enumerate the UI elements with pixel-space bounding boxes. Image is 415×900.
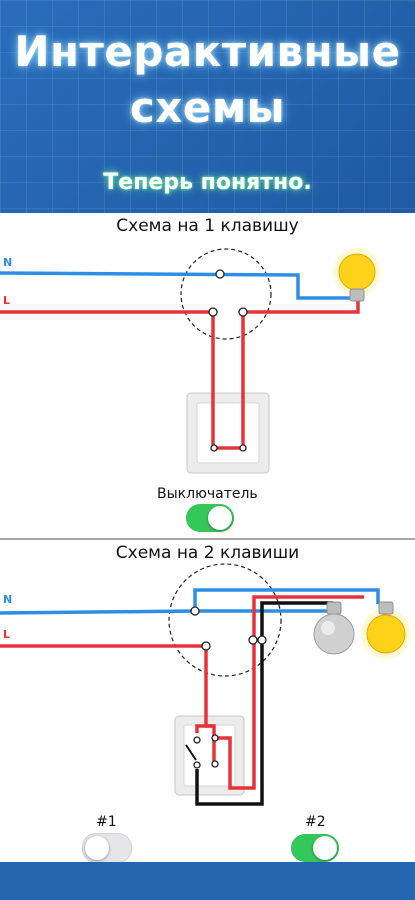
lamp-on-icon xyxy=(361,601,411,659)
neutral-wire-1 xyxy=(0,271,350,300)
switch-toggle[interactable] xyxy=(186,504,234,532)
junction-box-icon xyxy=(168,563,282,677)
title-line-1: Интерактивные xyxy=(14,27,401,76)
footer-band xyxy=(0,862,415,900)
header-banner: Интерактивные схемы Теперь понятно. xyxy=(0,0,415,213)
wall-switch-icon xyxy=(174,715,245,796)
scheme1-diagram xyxy=(0,248,381,474)
line-label-1: L xyxy=(3,294,11,307)
neutral-label-2: N xyxy=(3,593,13,606)
subtitle: Теперь понятно. xyxy=(103,170,312,195)
line-label-2: L xyxy=(3,628,11,641)
grid-pattern xyxy=(0,0,415,213)
load-wire-2 xyxy=(195,601,333,806)
lamp-on-icon xyxy=(333,248,381,302)
title-line-2: схемы xyxy=(129,83,286,132)
neutral-wire-2 xyxy=(0,588,380,615)
key2-label: #2 xyxy=(305,814,326,830)
scheme2-diagram xyxy=(0,563,411,806)
scheme1-title: Схема на 1 клавишу xyxy=(116,216,299,236)
scheme2-title: Схема на 2 клавиши xyxy=(115,543,300,563)
neutral-label-1: N xyxy=(3,256,13,269)
lamp-off-icon xyxy=(313,601,355,655)
switch-label: Выключатель xyxy=(157,486,258,502)
key1-toggle[interactable] xyxy=(82,833,132,863)
key1-label: #1 xyxy=(96,814,117,830)
key2-toggle[interactable] xyxy=(291,834,339,862)
section-divider xyxy=(0,538,415,540)
junction-box-icon xyxy=(180,248,272,340)
